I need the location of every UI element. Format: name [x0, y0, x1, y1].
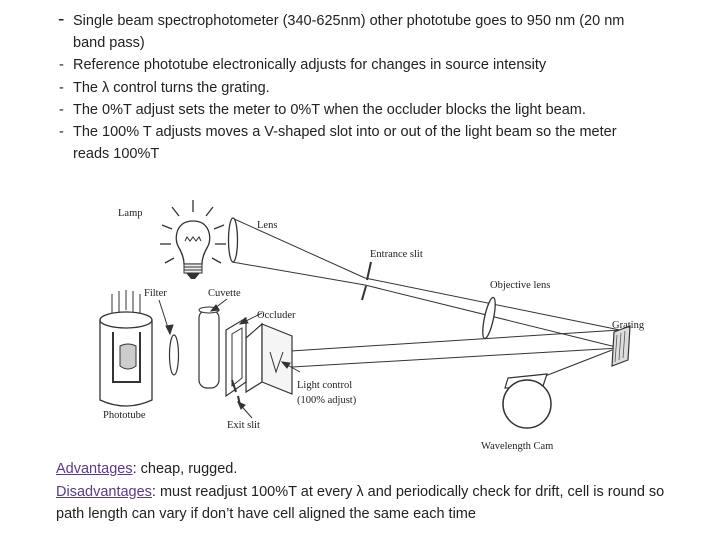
- phototube-icon: [99, 290, 153, 407]
- grating-icon: [611, 325, 631, 367]
- bullet-dash: -: [59, 124, 64, 141]
- bullet-text: The 100% T adjusts moves a V-shaped slot…: [73, 124, 617, 163]
- cuvette-icon: [198, 306, 220, 389]
- filter-label: Filter: [144, 288, 167, 299]
- advantages-line: Advantages: cheap, rugged.: [56, 458, 676, 481]
- disadvantages-text: : must readjust 100%T at every λ and per…: [56, 483, 665, 523]
- bullet-text: Single beam spectrophotometer (340-625nm…: [73, 13, 625, 52]
- objective-lens-label: Objective lens: [490, 280, 550, 291]
- bullet-item: -The 100% T adjusts moves a V-shaped slo…: [56, 121, 636, 165]
- entrance-slit-icon: [361, 261, 372, 301]
- disadvantages-label: Disadvantages: [56, 483, 152, 500]
- advantages-text: : cheap, rugged.: [132, 461, 238, 477]
- bullet-item: - Reference phototube electronically adj…: [56, 54, 636, 76]
- bullet-dash: -: [59, 101, 64, 118]
- occluder-icon: [225, 316, 247, 398]
- cuvette-label: Cuvette: [208, 288, 241, 299]
- bullet-text: Reference phototube electronically adjus…: [73, 57, 547, 74]
- lens-icon: [227, 217, 239, 263]
- bullet-list: -Single beam spectrophotometer (340-625n…: [56, 9, 636, 165]
- wavelength-cam-icon: [502, 349, 613, 429]
- lamp-icon: [160, 200, 226, 279]
- phototube-label: Phototube: [103, 410, 146, 421]
- objective-lens-icon: [482, 296, 496, 340]
- bullet-dash: -: [59, 57, 64, 74]
- disadvantages-line: Disadvantages: must readjust 100%T at ev…: [56, 481, 676, 526]
- bullet-text: The 0%T adjust sets the meter to 0%T whe…: [73, 101, 586, 118]
- bullet-dash: -: [59, 79, 64, 96]
- grating-label: Grating: [612, 320, 645, 331]
- lens-label: Lens: [257, 220, 277, 231]
- light-beam-paths: [231, 217, 621, 369]
- advantages-label: Advantages: [56, 461, 133, 477]
- bullet-item: -The λ control turns the grating.: [56, 77, 636, 99]
- wavelength-cam-label: Wavelength Cam: [481, 441, 553, 452]
- notes-section: Advantages: cheap, rugged. Disadvantages…: [56, 458, 676, 526]
- entrance-slit-label: Entrance slit: [370, 249, 423, 260]
- occluder-label: Occluder: [257, 310, 296, 321]
- exit-slit-label: Exit slit: [227, 420, 260, 431]
- bullet-dash: -: [58, 9, 65, 30]
- light-control-label: Light control: [297, 380, 352, 391]
- filter-icon: [168, 334, 180, 376]
- bullet-item: -The 0%T adjust sets the meter to 0%T wh…: [56, 99, 636, 121]
- light-control-sub-label: (100% adjust): [297, 395, 357, 406]
- bullet-item: -Single beam spectrophotometer (340-625n…: [56, 9, 636, 54]
- light-control-icon: [245, 322, 293, 395]
- bullet-text: The λ control turns the grating.: [73, 79, 270, 96]
- pointer-arrows: [158, 298, 301, 419]
- lamp-label: Lamp: [118, 208, 143, 219]
